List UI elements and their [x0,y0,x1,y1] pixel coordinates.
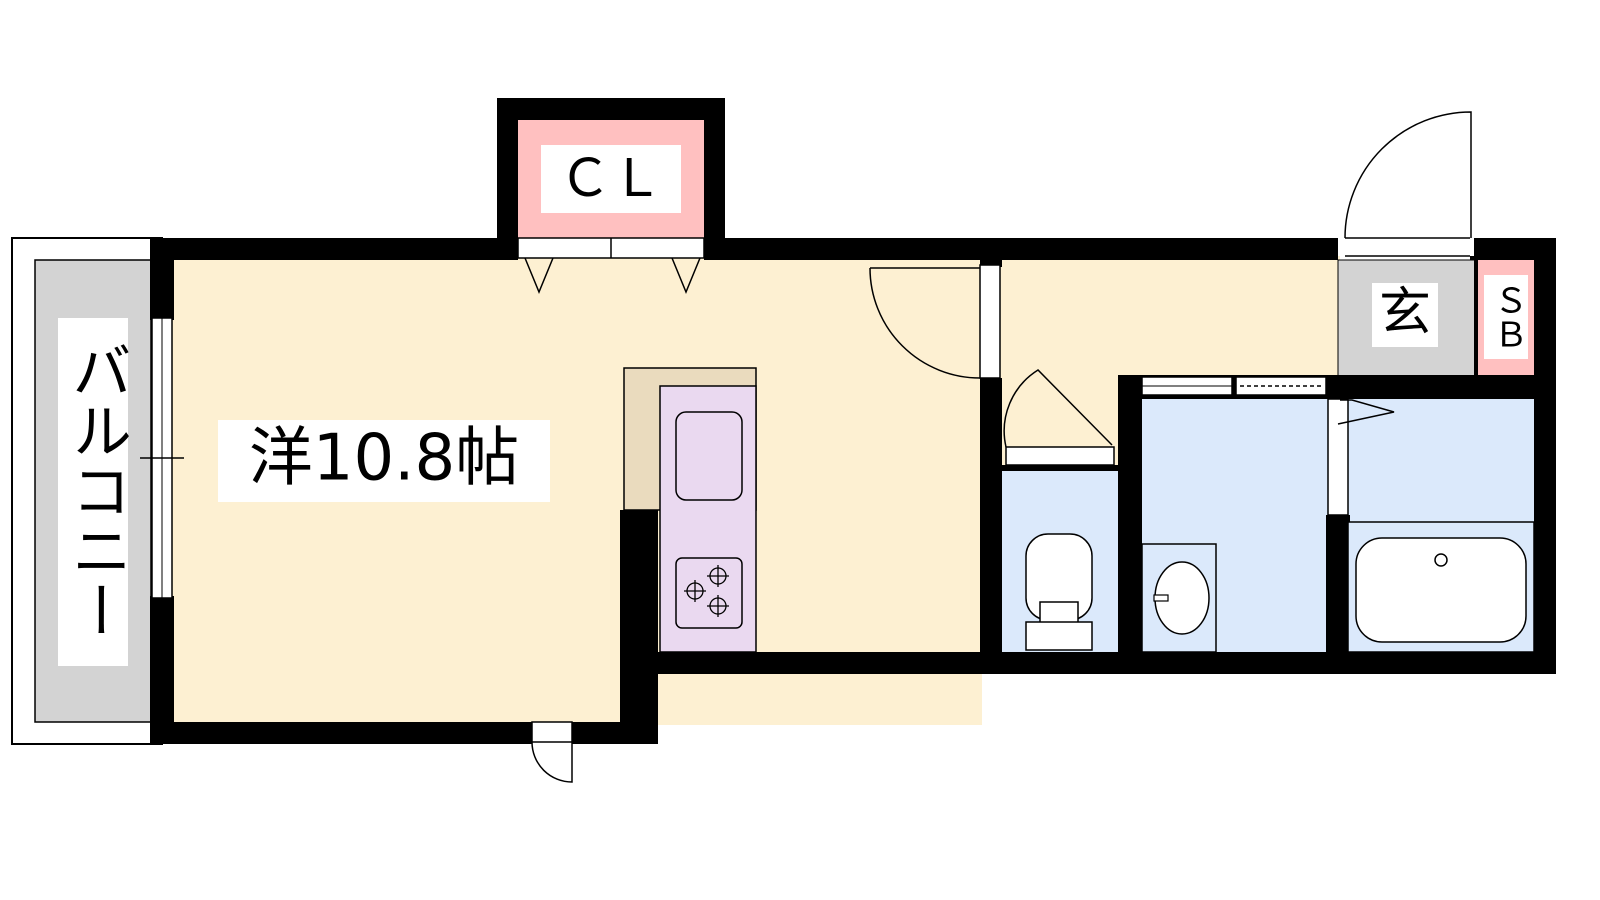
washroom [1141,376,1327,653]
hall-floor [1000,255,1340,377]
room-door [869,264,1001,379]
toilet [1003,369,1115,651]
stove [675,557,743,629]
walls [150,238,1556,744]
bathtub-drain [1434,553,1448,567]
balcony: バルコニー [11,237,163,745]
bathroom-door [1337,399,1395,425]
balcony-window [140,317,184,599]
toilet-door [1003,369,1113,448]
kitchen [623,367,757,653]
closet-door-left [524,257,554,294]
bathtub-basin [1355,537,1527,643]
entrance-label-bg [1372,283,1438,347]
balcony-label-bg [58,318,128,666]
shoe-box-label: ＳＢ [1488,283,1528,351]
entrance-label: 玄 [1379,283,1431,343]
bathroom [1327,398,1535,653]
entrance-door [1344,111,1472,239]
closet-label-bg [541,145,681,213]
stove-burners [684,565,729,617]
shoe-box-label-bg [1484,275,1528,359]
closet-label: ＣＬ [559,149,663,209]
western-room-label: 洋10.8帖 [249,422,520,496]
shoe-box: ＳＢ [1474,260,1528,378]
western-room-label-bg [218,420,550,502]
closet-door-right [671,257,701,294]
balcony-label: バルコニー [61,340,131,640]
closet: ＣＬ [497,98,725,294]
sink [675,411,743,501]
entrance: 玄 [1338,111,1474,347]
western-room-bottom-door [531,721,573,783]
toilet-tank [1025,621,1093,651]
